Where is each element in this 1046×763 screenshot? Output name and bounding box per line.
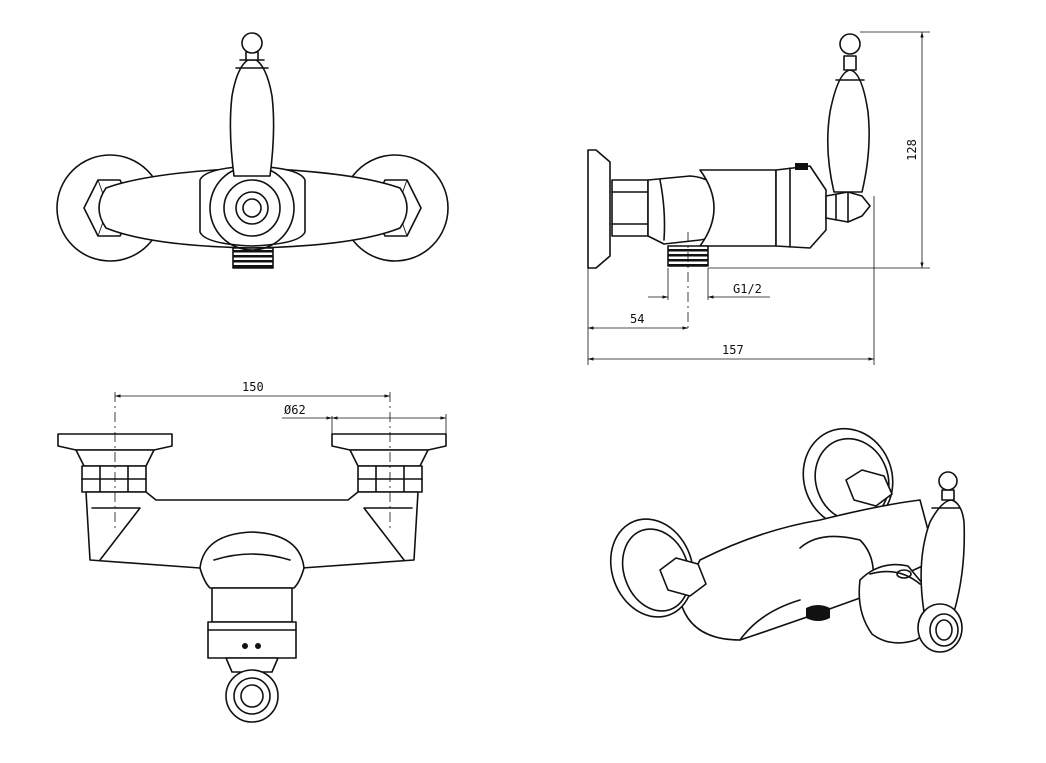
side-view: 128 G1/2 54 157 <box>587 31 930 365</box>
dim-depth-157: 157 <box>722 343 744 357</box>
dim-offset-54: 54 <box>630 312 644 326</box>
iso-cartridge <box>858 563 937 644</box>
iso-outlet <box>806 605 830 621</box>
iso-front-nut <box>659 557 707 597</box>
top-right-flange <box>331 433 447 451</box>
dim-diameter-62: Ø62 <box>284 403 306 417</box>
outlet-thread <box>232 247 274 269</box>
side-cartridge <box>775 165 827 249</box>
top-cartridge <box>211 587 293 623</box>
isometric-view <box>609 427 966 653</box>
iso-rear-nut <box>845 469 893 507</box>
lever-handle <box>229 57 275 177</box>
handle-knob <box>241 32 263 54</box>
side-flange <box>587 149 611 269</box>
top-view: 150 Ø62 <box>57 380 447 723</box>
cartridge-housing <box>199 165 306 247</box>
dim-centers-150: 150 <box>242 380 264 394</box>
front-view <box>56 32 449 269</box>
side-handle-knob <box>839 33 861 55</box>
top-cartridge-ring <box>207 621 297 659</box>
top-central-boss <box>199 531 305 589</box>
side-body <box>699 169 777 247</box>
side-hex-nut <box>611 179 649 237</box>
iso-handle-knob <box>938 471 958 491</box>
dim-height-128: 128 <box>905 139 919 161</box>
side-lever-handle <box>826 69 870 193</box>
dim-thread-g12: G1/2 <box>733 282 762 296</box>
iso-lever-handle <box>920 499 966 613</box>
